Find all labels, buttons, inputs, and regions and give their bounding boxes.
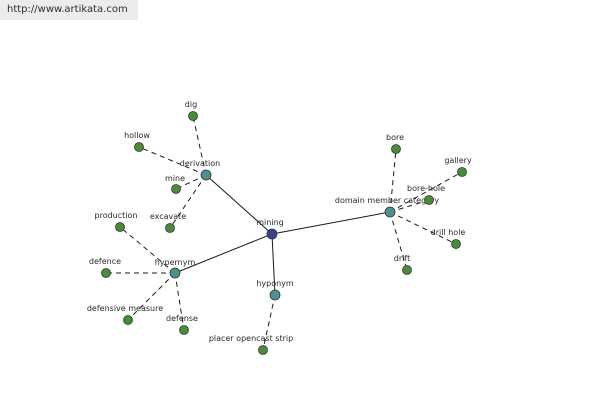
node-circle-hypernym[interactable]	[169, 267, 181, 279]
edge-mining-derivation	[205, 174, 273, 235]
node-defensive-measure[interactable]: defensive measure	[87, 304, 163, 325]
node-circle-hollow[interactable]	[134, 142, 144, 152]
node-circle-defensive-measure[interactable]	[123, 315, 133, 325]
node-circle-placer[interactable]	[258, 345, 268, 355]
edge-derivation-mine	[175, 174, 207, 190]
node-circle-defence[interactable]	[101, 268, 111, 278]
edge-domain-gallery	[389, 171, 463, 213]
node-mining[interactable]: mining	[256, 218, 284, 240]
node-circle-mining[interactable]	[266, 228, 278, 240]
node-label-hyponym[interactable]: hyponym	[256, 279, 294, 288]
node-dig[interactable]: dig	[185, 100, 198, 121]
node-label-domain[interactable]: domain member category	[335, 196, 439, 205]
edge-mining-hyponym	[271, 233, 276, 296]
node-mine[interactable]: mine	[165, 174, 185, 194]
node-bore[interactable]: bore	[386, 133, 404, 154]
edge-mining-hypernym	[174, 233, 273, 274]
node-label-bore-hole[interactable]: bore-hole	[407, 184, 445, 193]
node-label-placer[interactable]: placer opencast strip	[209, 334, 293, 343]
node-label-derivation[interactable]: derivation	[180, 159, 220, 168]
node-label-dig[interactable]: dig	[185, 100, 197, 109]
node-circle-drill-hole[interactable]	[451, 239, 461, 249]
node-drill-hole[interactable]: drill hole	[431, 228, 466, 249]
node-domain[interactable]: domain member category	[335, 196, 439, 218]
node-label-defensive-measure[interactable]: defensive measure	[87, 304, 163, 313]
node-production[interactable]: production	[95, 211, 138, 232]
node-label-defense[interactable]: defense	[166, 314, 198, 323]
node-circle-hyponym[interactable]	[269, 289, 281, 301]
node-label-hypernym[interactable]: hypernym	[155, 258, 196, 267]
url-bar: http://www.artikata.com	[0, 0, 138, 20]
edge-domain-bore-hole	[389, 199, 430, 213]
edge-domain-drift	[389, 211, 408, 271]
edge-mining-domain	[271, 211, 391, 235]
node-circle-mine[interactable]	[171, 184, 181, 194]
url-link[interactable]: http://www.artikata.com	[7, 4, 128, 15]
node-label-defence[interactable]: defence	[89, 257, 121, 266]
node-label-production[interactable]: production	[95, 211, 138, 220]
node-circle-bore[interactable]	[391, 144, 401, 154]
node-label-drill-hole[interactable]: drill hole	[431, 228, 466, 237]
graph-nodes: mining derivation hypernym hyponym domain me…	[87, 100, 472, 355]
node-circle-defense[interactable]	[179, 325, 189, 335]
graph-edges	[106, 115, 463, 351]
node-label-mine[interactable]: mine	[165, 174, 185, 183]
edge-domain-drill-hole	[389, 211, 457, 245]
node-gallery[interactable]: gallery	[444, 156, 472, 177]
node-circle-domain[interactable]	[384, 206, 396, 218]
edge-hypernym-production	[119, 226, 176, 274]
node-circle-bore-hole[interactable]	[424, 195, 434, 205]
node-hyponym[interactable]: hyponym	[256, 279, 294, 301]
node-circle-derivation[interactable]	[200, 169, 212, 181]
edge-hypernym-defense	[174, 272, 185, 331]
node-defence[interactable]: defence	[89, 257, 121, 278]
node-drift[interactable]: drift	[394, 254, 412, 275]
node-circle-dig[interactable]	[188, 111, 198, 121]
node-label-drift[interactable]: drift	[394, 254, 410, 263]
node-defense[interactable]: defense	[166, 314, 198, 335]
edge-derivation-excavate	[169, 174, 207, 229]
edge-derivation-hollow	[138, 146, 207, 176]
node-derivation[interactable]: derivation	[180, 159, 220, 181]
node-placer[interactable]: placer opencast strip	[209, 334, 293, 355]
node-label-excavate[interactable]: excavate	[150, 212, 186, 221]
node-hypernym[interactable]: hypernym	[155, 258, 196, 279]
edge-hyponym-placer	[262, 294, 276, 351]
edge-domain-bore	[389, 148, 397, 213]
edge-hypernym-defensive-measure	[127, 272, 176, 321]
node-hollow[interactable]: hollow	[124, 131, 150, 152]
node-label-gallery[interactable]: gallery	[444, 156, 472, 165]
node-circle-excavate[interactable]	[165, 223, 175, 233]
node-excavate[interactable]: excavate	[150, 212, 186, 233]
node-label-mining[interactable]: mining	[256, 218, 283, 227]
edge-derivation-dig	[192, 115, 207, 176]
node-circle-gallery[interactable]	[457, 167, 467, 177]
node-circle-drift[interactable]	[402, 265, 412, 275]
node-label-bore[interactable]: bore	[386, 133, 404, 142]
node-bore-hole[interactable]: bore-hole	[407, 184, 445, 205]
node-circle-production[interactable]	[115, 222, 125, 232]
node-label-hollow[interactable]: hollow	[124, 131, 150, 140]
